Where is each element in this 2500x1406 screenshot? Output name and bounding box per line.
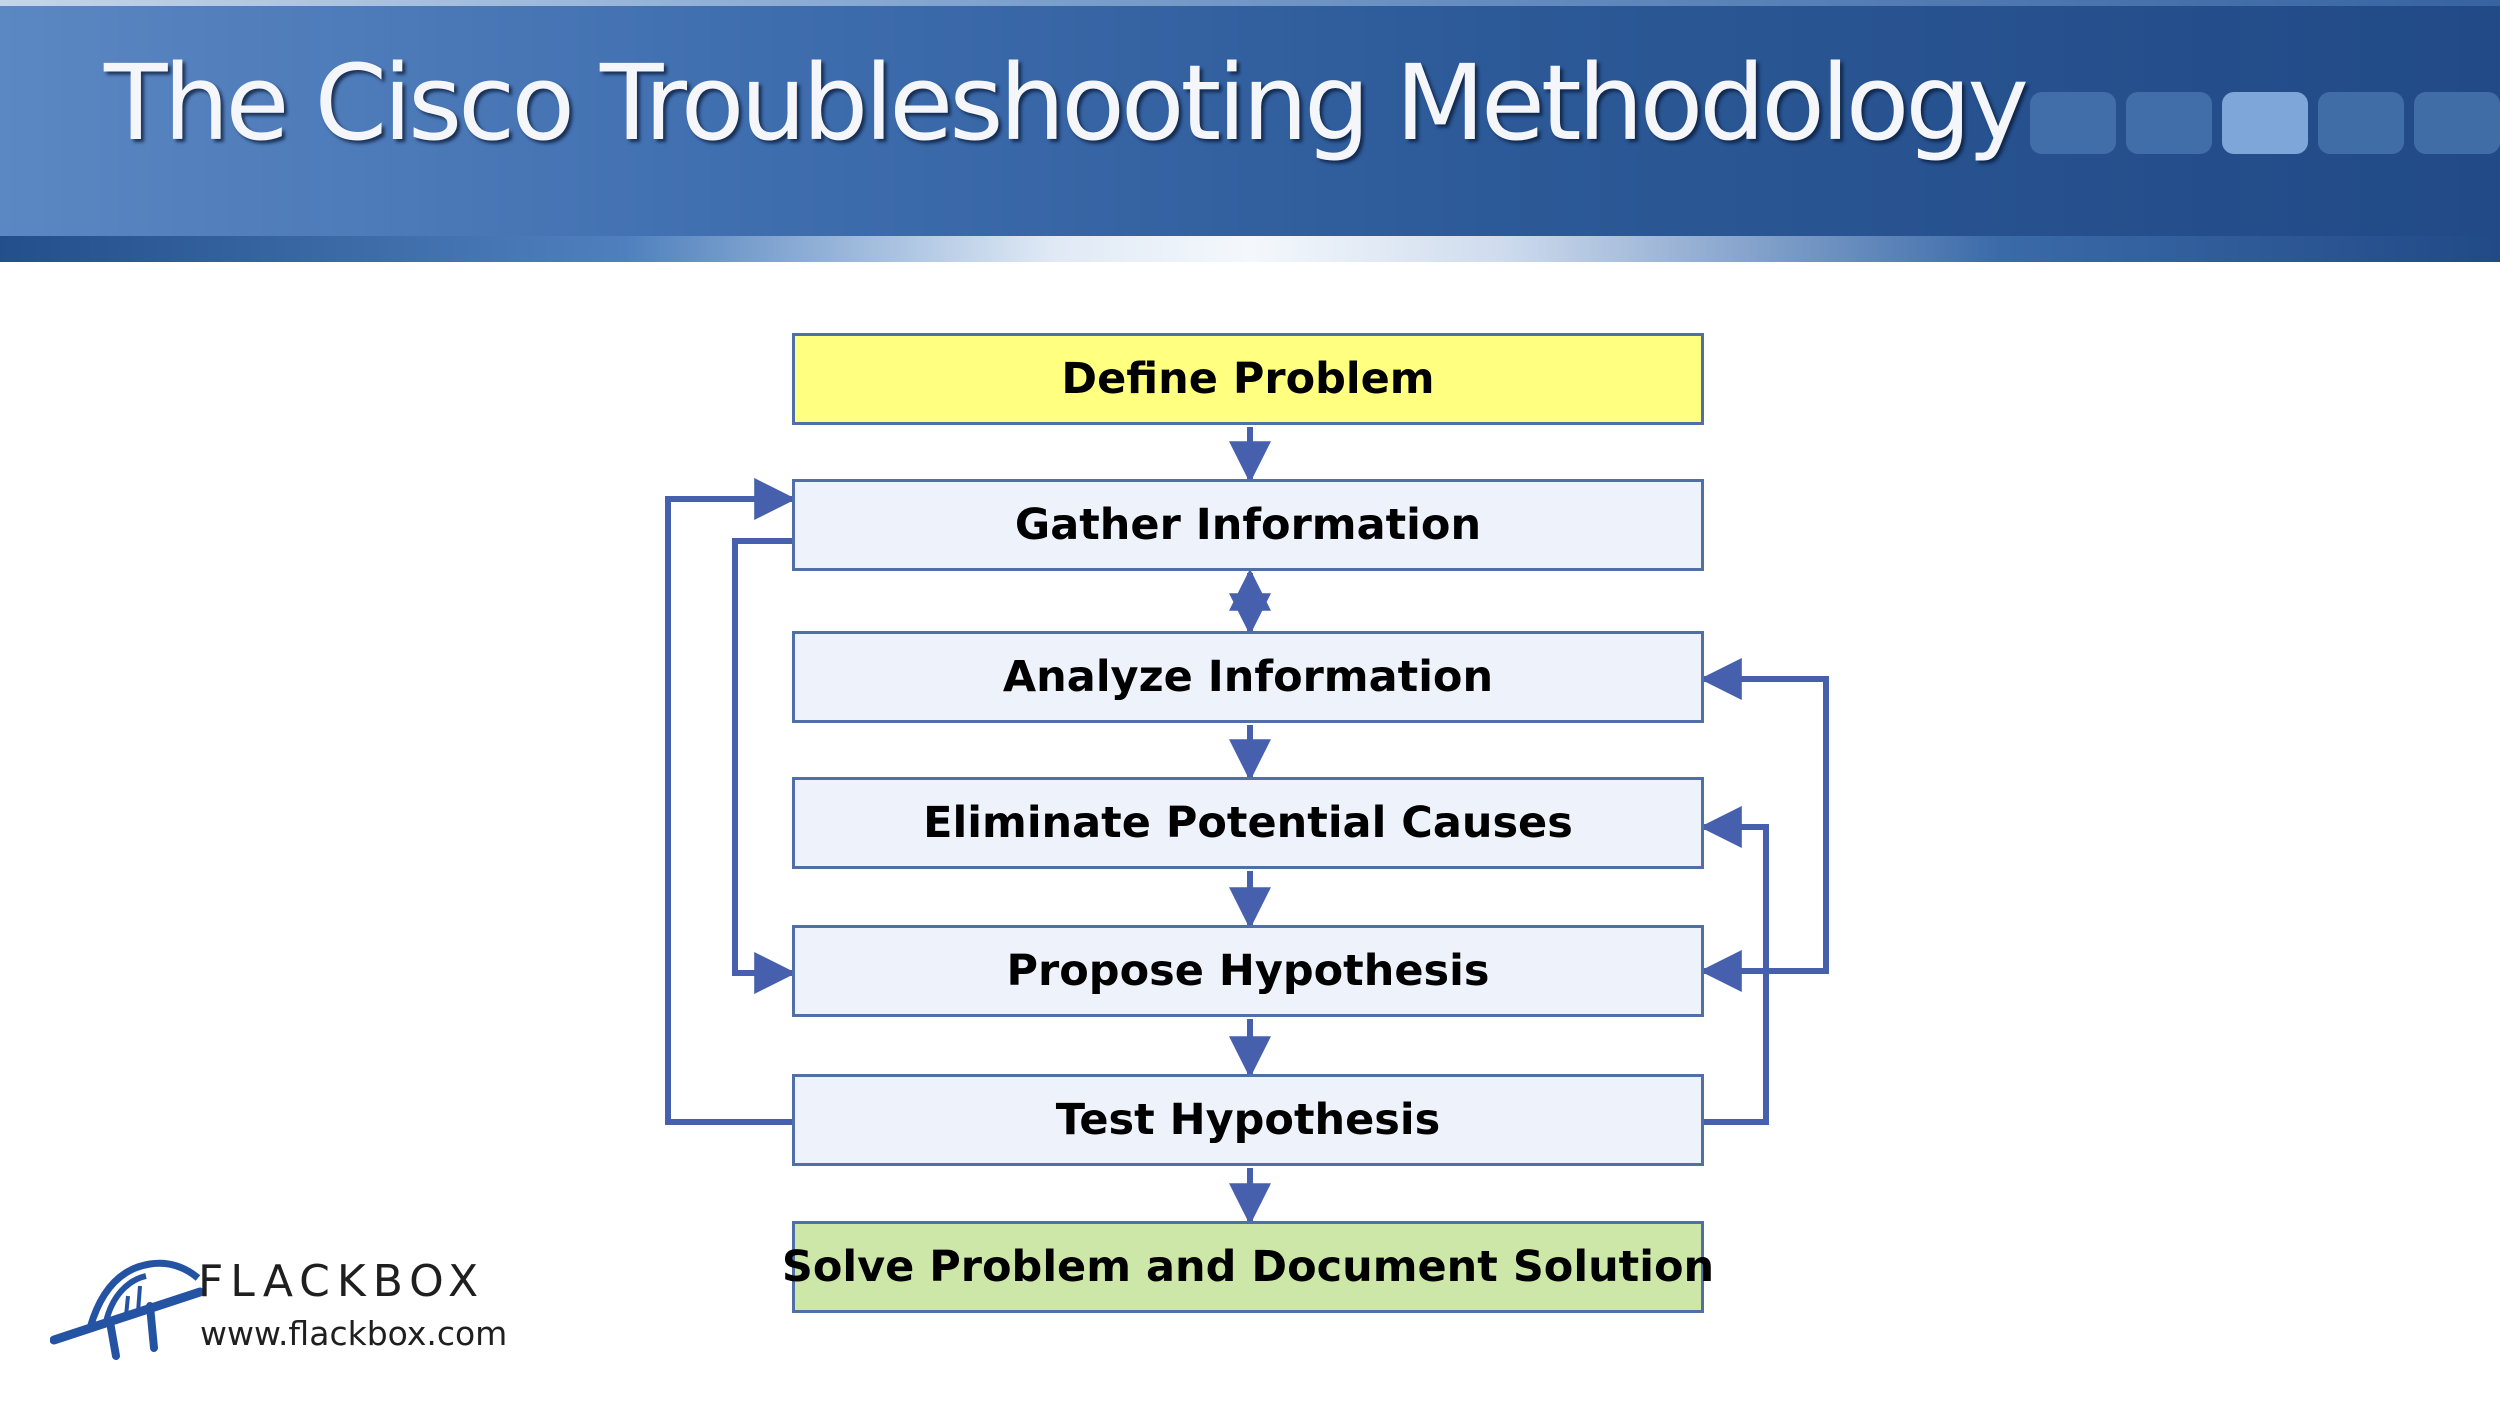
banner-highlight <box>0 0 2500 6</box>
step-test-hypothesis: Test Hypothesis <box>792 1074 1704 1166</box>
step-analyze-information: Analyze Information <box>792 631 1704 723</box>
slide-title: The Cisco Troubleshooting Methodology <box>104 42 2029 164</box>
step-propose-hypothesis: Propose Hypothesis <box>792 925 1704 1017</box>
decorative-tile <box>2030 92 2116 154</box>
logo-wordmark: FLACKBOX <box>198 1256 486 1307</box>
decorative-tile-highlight <box>2222 92 2308 154</box>
banner-glow-stripe <box>0 236 2500 262</box>
decorative-tile <box>2126 92 2212 154</box>
flackbox-logo: FLACKBOX www.flackbox.com <box>50 1256 570 1366</box>
decorative-tile <box>2318 92 2404 154</box>
step-define-problem: Define Problem <box>792 333 1704 425</box>
logo-url: www.flackbox.com <box>200 1314 508 1353</box>
connector-test-to-eliminate <box>1699 806 1769 1125</box>
step-eliminate-potential-causes: Eliminate Potential Causes <box>792 777 1704 869</box>
step-gather-information: Gather Information <box>792 479 1704 571</box>
step-solve-problem: Solve Problem and Document Solution <box>782 1221 1714 1313</box>
decorative-tile <box>2414 92 2500 154</box>
bridge-icon <box>50 1259 205 1360</box>
connector-test-to-gather <box>665 478 797 1125</box>
connector-gather-to-propose <box>732 538 797 994</box>
title-banner: The Cisco Troubleshooting Methodology <box>0 0 2500 262</box>
